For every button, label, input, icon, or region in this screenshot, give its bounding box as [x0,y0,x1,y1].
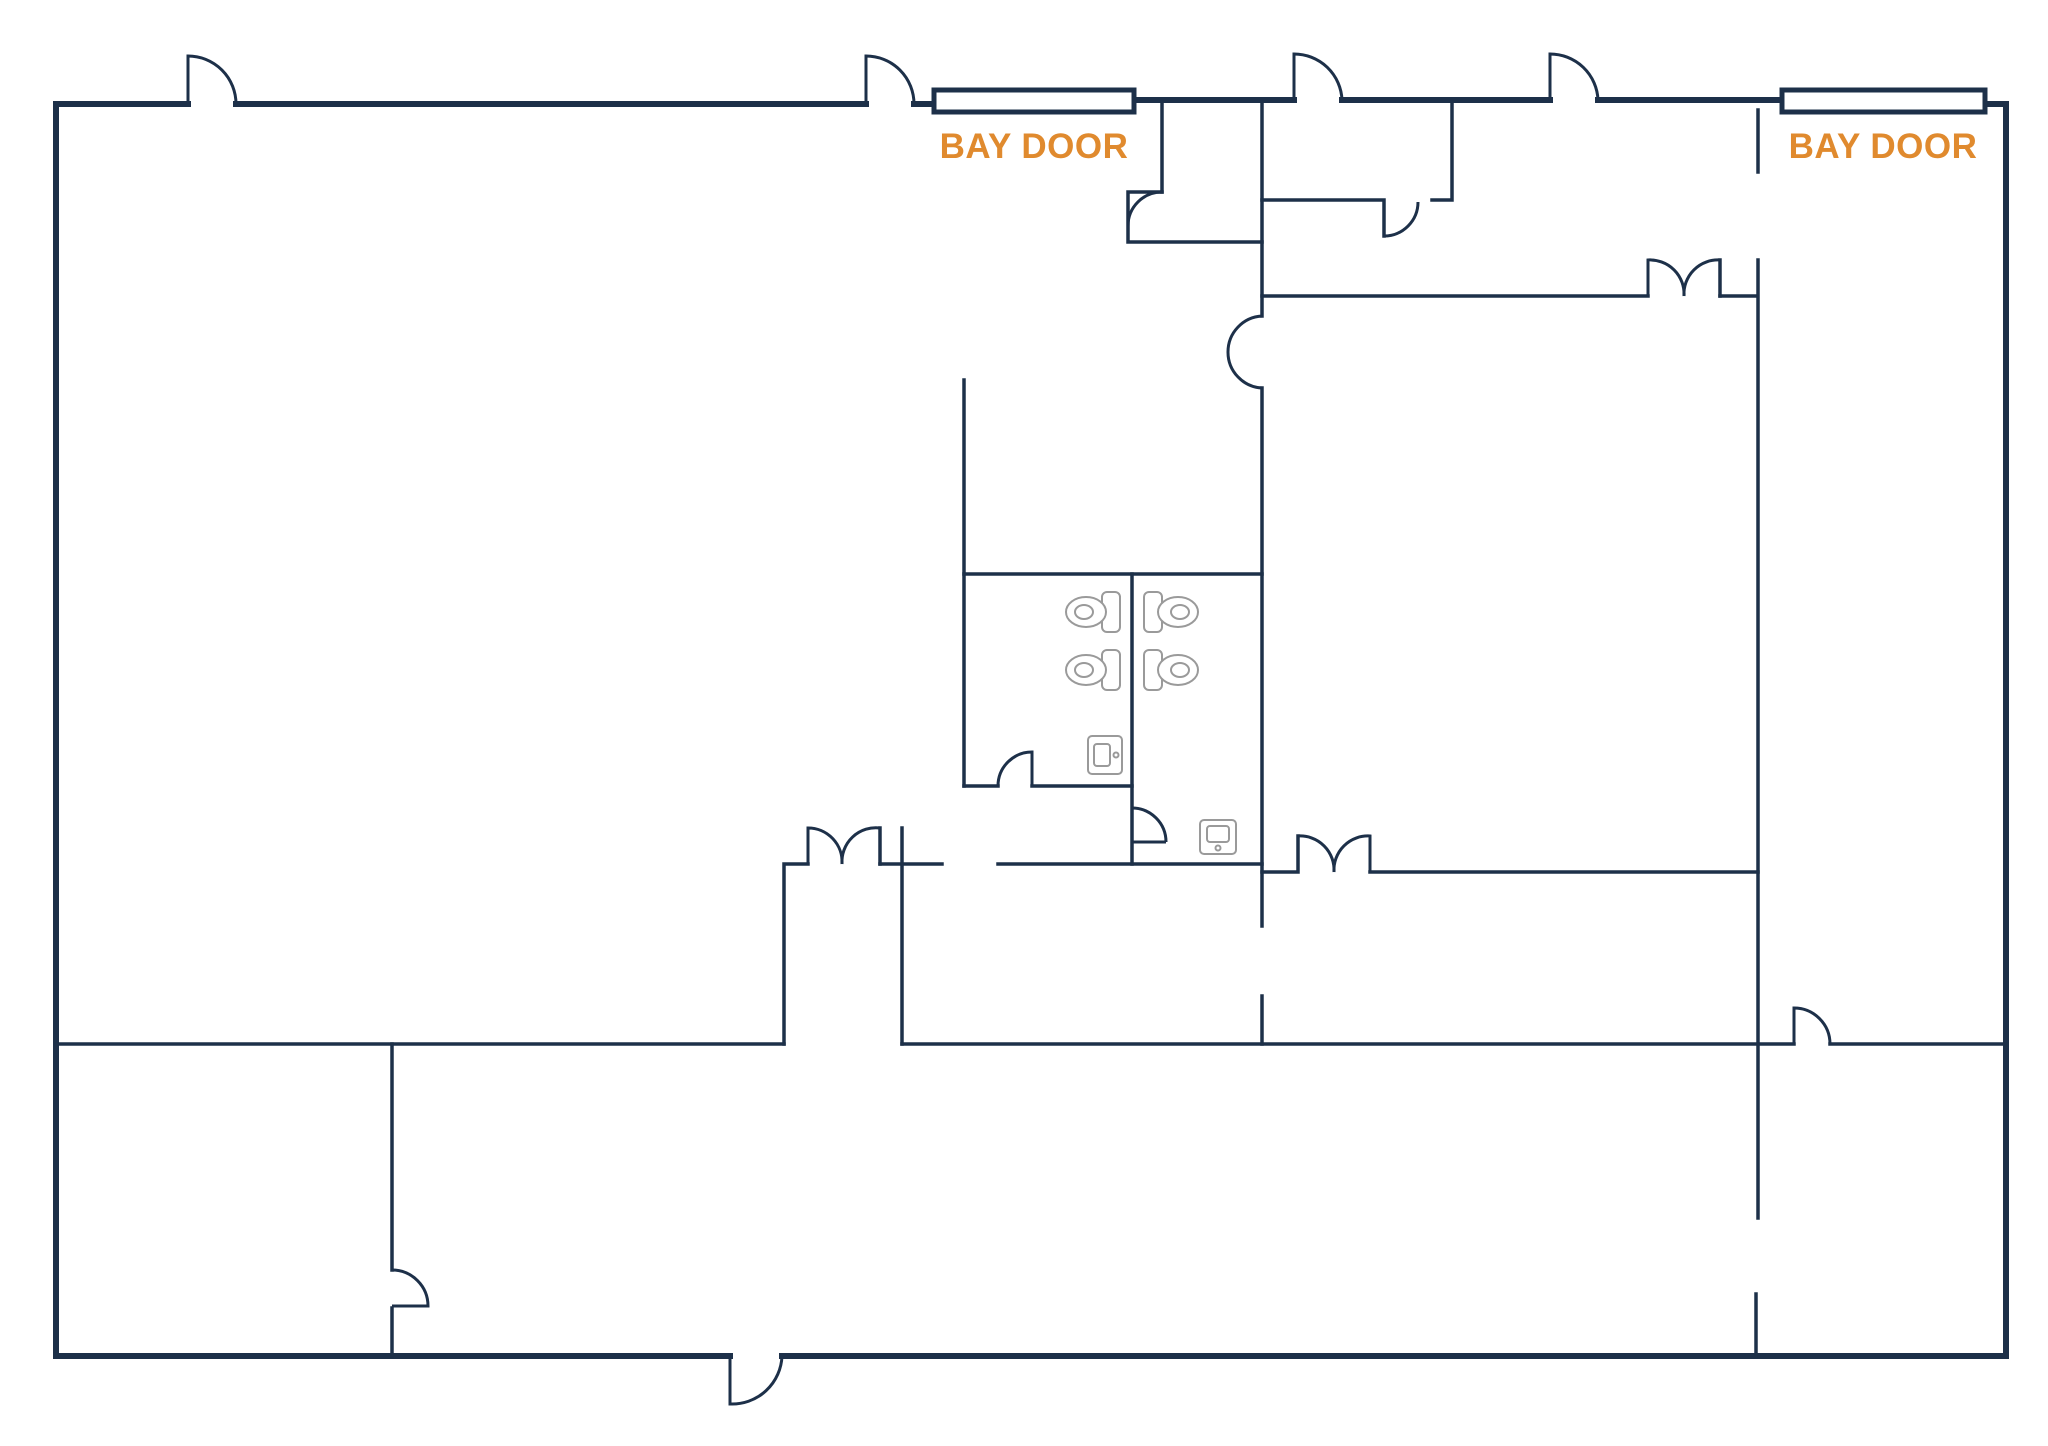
bay-door-left [931,87,1137,115]
doors [186,52,1832,1406]
bay-door-left-label: BAY DOOR [940,127,1129,166]
bay-door-right-label: BAY DOOR [1789,127,1978,166]
sink-icon [1087,735,1123,775]
toilet-icon [1065,649,1121,691]
outer-walls [53,97,2009,1359]
sink-icon [1199,819,1237,855]
toilet-icon [1065,591,1121,633]
toilet-icon [1143,649,1199,691]
toilet-icon [1143,591,1199,633]
interior-walls [54,102,2008,1358]
restroom-fixtures [1065,591,1237,855]
bay-door-right [1779,87,1988,115]
